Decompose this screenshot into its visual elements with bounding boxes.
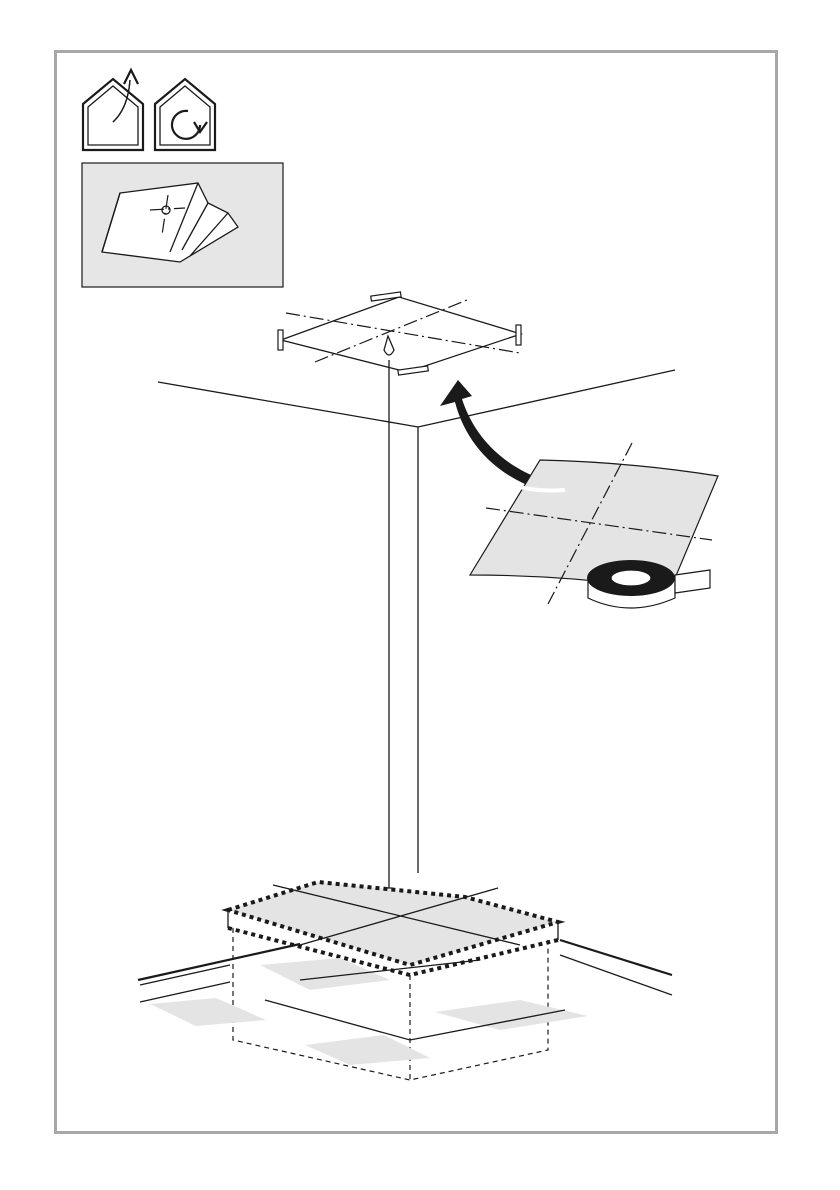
- floor-projection: [138, 882, 672, 1080]
- template-sheet-icon: [82, 163, 283, 287]
- template-on-ceiling: [278, 292, 521, 375]
- indoor-arrow-out-icon: [83, 70, 143, 150]
- room-corner: [158, 370, 675, 873]
- indoor-rotate-icon: [155, 79, 215, 150]
- plumb-line: [386, 360, 392, 910]
- adhesive-tape-roll: [587, 560, 710, 608]
